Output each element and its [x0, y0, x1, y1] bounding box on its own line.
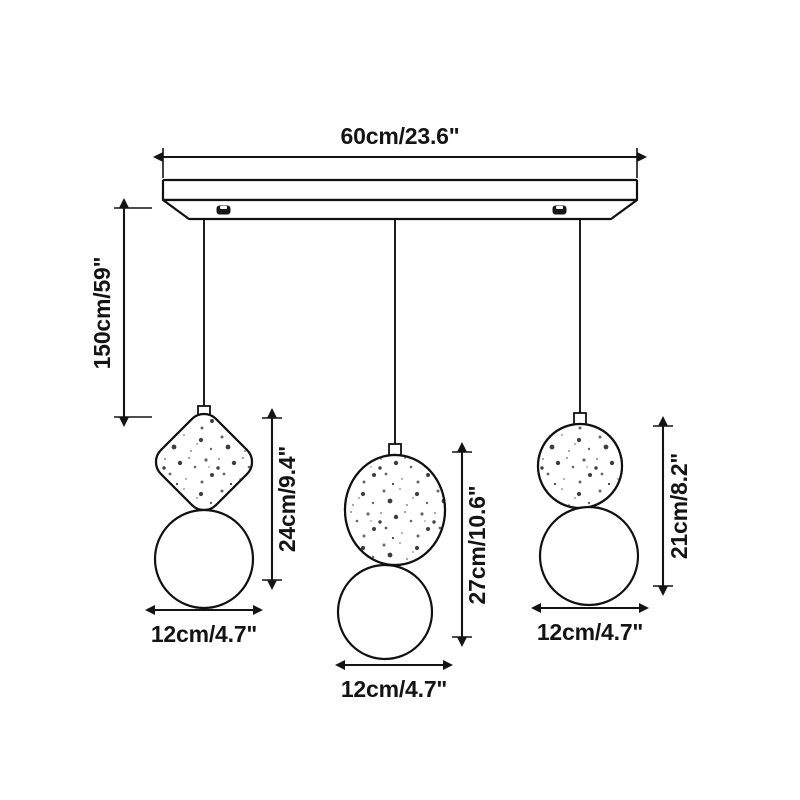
pendant-right-height-label: 21cm/8.2": [666, 453, 692, 559]
canopy-bar: [161, 178, 639, 221]
pendant-left-width-label: 12cm/4.7": [151, 621, 257, 647]
overall-width-dimension: 60cm/23.6": [153, 123, 647, 178]
pendant-right-width-label: 12cm/4.7": [537, 619, 643, 645]
pendant-middle-width-label: 12cm/4.7": [341, 676, 447, 702]
overall-width-label: 60cm/23.6": [341, 123, 460, 149]
pendant-left: [153, 219, 255, 610]
pendant-left-width-dimension: 12cm/4.7": [145, 605, 263, 647]
canopy-body: [161, 198, 639, 221]
pendant-middle-diffuser-oval: [343, 453, 447, 567]
drop-height-dimension: 150cm/59": [89, 198, 152, 427]
pendant-left-globe: [153, 508, 255, 610]
pendant-right-height-dimension: 21cm/8.2": [653, 416, 692, 596]
canopy-fitting-left: [216, 205, 231, 215]
pendant-left-height-dimension: 24cm/9.4": [262, 408, 300, 590]
pendant-middle-height-label: 27cm/10.6": [464, 486, 490, 605]
pendant-middle: [336, 219, 447, 661]
canopy-fitting-right: [552, 205, 567, 215]
pendant-middle-height-dimension: 27cm/10.6": [452, 442, 490, 647]
pendant-middle-width-dimension: 12cm/4.7": [335, 660, 453, 702]
pendant-left-height-label: 24cm/9.4": [274, 446, 300, 552]
pendant-middle-globe: [336, 563, 434, 661]
pendant-left-diffuser-diamond: [154, 412, 254, 512]
pendant-right: [536, 219, 640, 607]
pendant-right-diffuser-circle: [536, 422, 624, 510]
pendant-right-width-dimension: 12cm/4.7": [531, 603, 649, 645]
pendant-right-globe: [538, 505, 640, 607]
canopy-top-rail: [161, 178, 639, 202]
drop-height-label: 150cm/59": [89, 257, 115, 370]
